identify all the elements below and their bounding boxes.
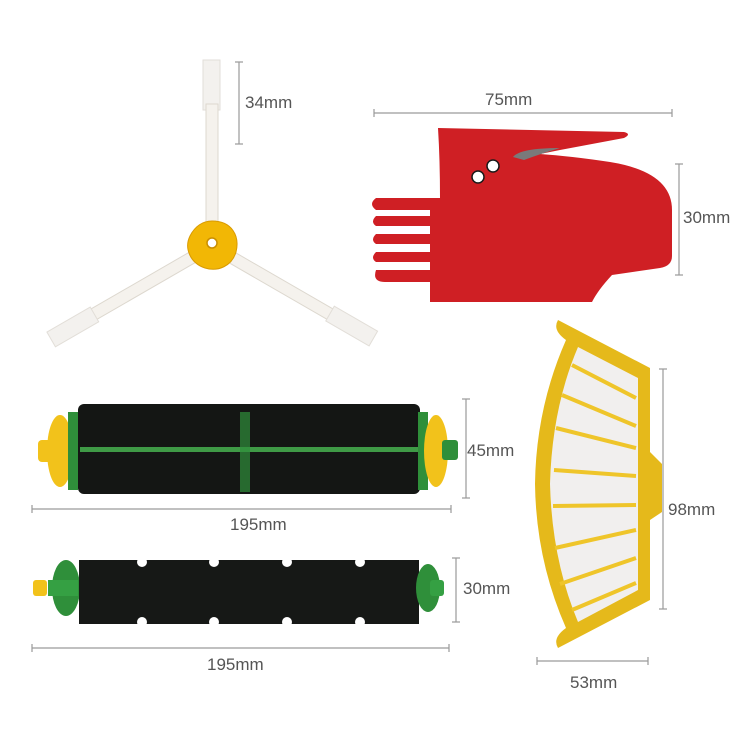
beater-length-label: 195mm <box>207 655 264 674</box>
side-brush-image <box>46 59 379 348</box>
filter-height-label: 98mm <box>668 500 716 519</box>
filter-image <box>535 320 662 648</box>
tool-width-label: 75mm <box>485 90 533 109</box>
beater-height-label: 30mm <box>463 579 511 598</box>
side-brush-height-label: 34mm <box>245 93 293 112</box>
bristle-brush-length-label: 195mm <box>230 515 287 534</box>
dimension-lines <box>31 61 683 665</box>
tool-height-label: 30mm <box>683 208 731 227</box>
filter-width-label: 53mm <box>570 673 618 692</box>
bristle-brush-height-label: 45mm <box>467 441 515 460</box>
cleaning-tool-image <box>372 128 672 302</box>
bristle-brush-image <box>38 404 458 494</box>
flexible-beater-image <box>33 557 444 627</box>
